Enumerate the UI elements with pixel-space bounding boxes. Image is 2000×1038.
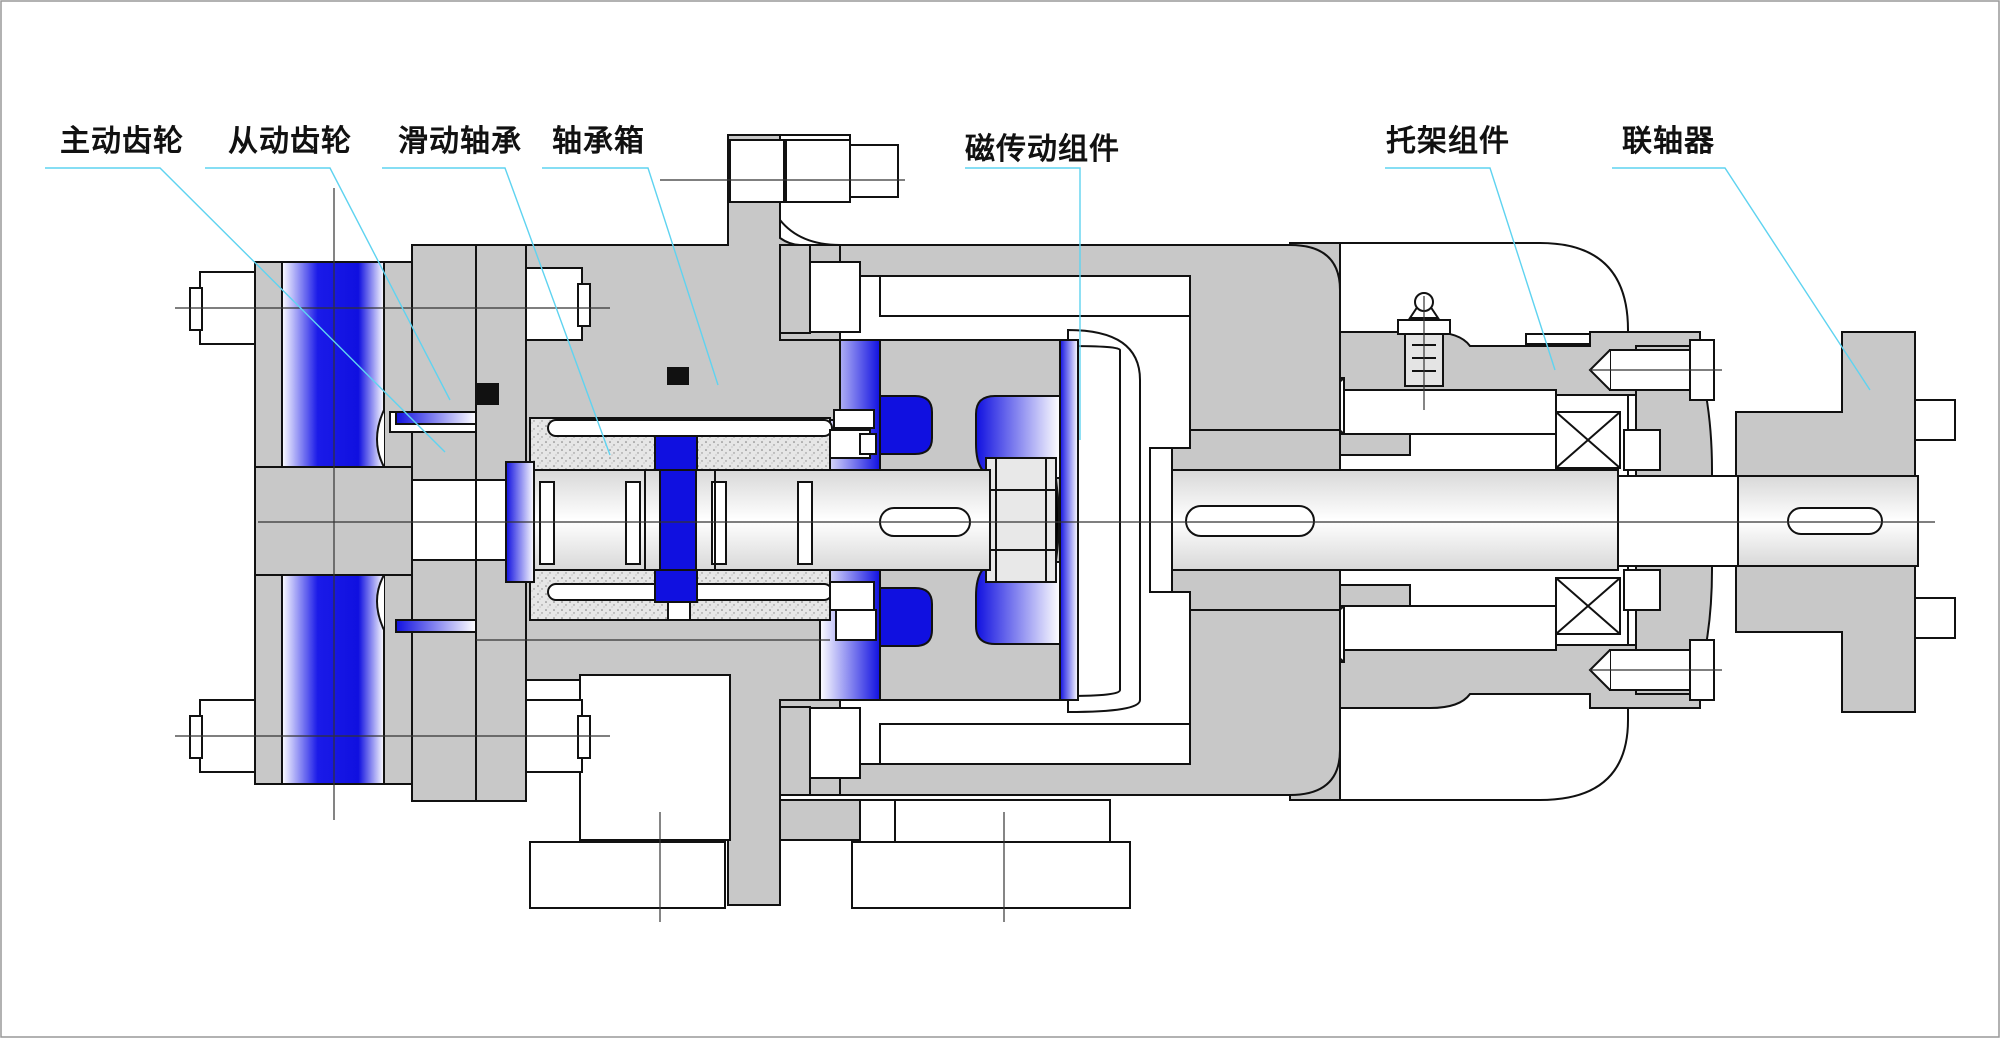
- leader-magnetic-drive: [965, 167, 1081, 440]
- label-magnetic-drive: 磁传动组件: [965, 132, 1120, 167]
- leader-bearing-box: [542, 167, 719, 386]
- main-shaft: [1167, 469, 1739, 571]
- leader-coupling: [1612, 167, 1871, 391]
- label-coupling: 联轴器: [1622, 124, 1715, 159]
- label-sliding-bearing: 滑动轴承: [398, 124, 522, 159]
- centerlines: [175, 179, 1935, 922]
- label-bearing-box: 轴承箱: [552, 124, 645, 159]
- label-drive-gear: 主动齿轮: [60, 124, 184, 159]
- leader-bracket: [1385, 167, 1556, 371]
- leader-drive-gear: [45, 167, 446, 453]
- leader-driven-gear: [205, 167, 451, 401]
- label-driven-gear: 从动齿轮: [228, 124, 352, 159]
- leader-lines: [45, 167, 1871, 456]
- leader-sliding-bearing: [382, 167, 611, 456]
- label-bracket: 托架组件: [1386, 124, 1510, 159]
- sliding-bearing-assembly: [509, 409, 991, 641]
